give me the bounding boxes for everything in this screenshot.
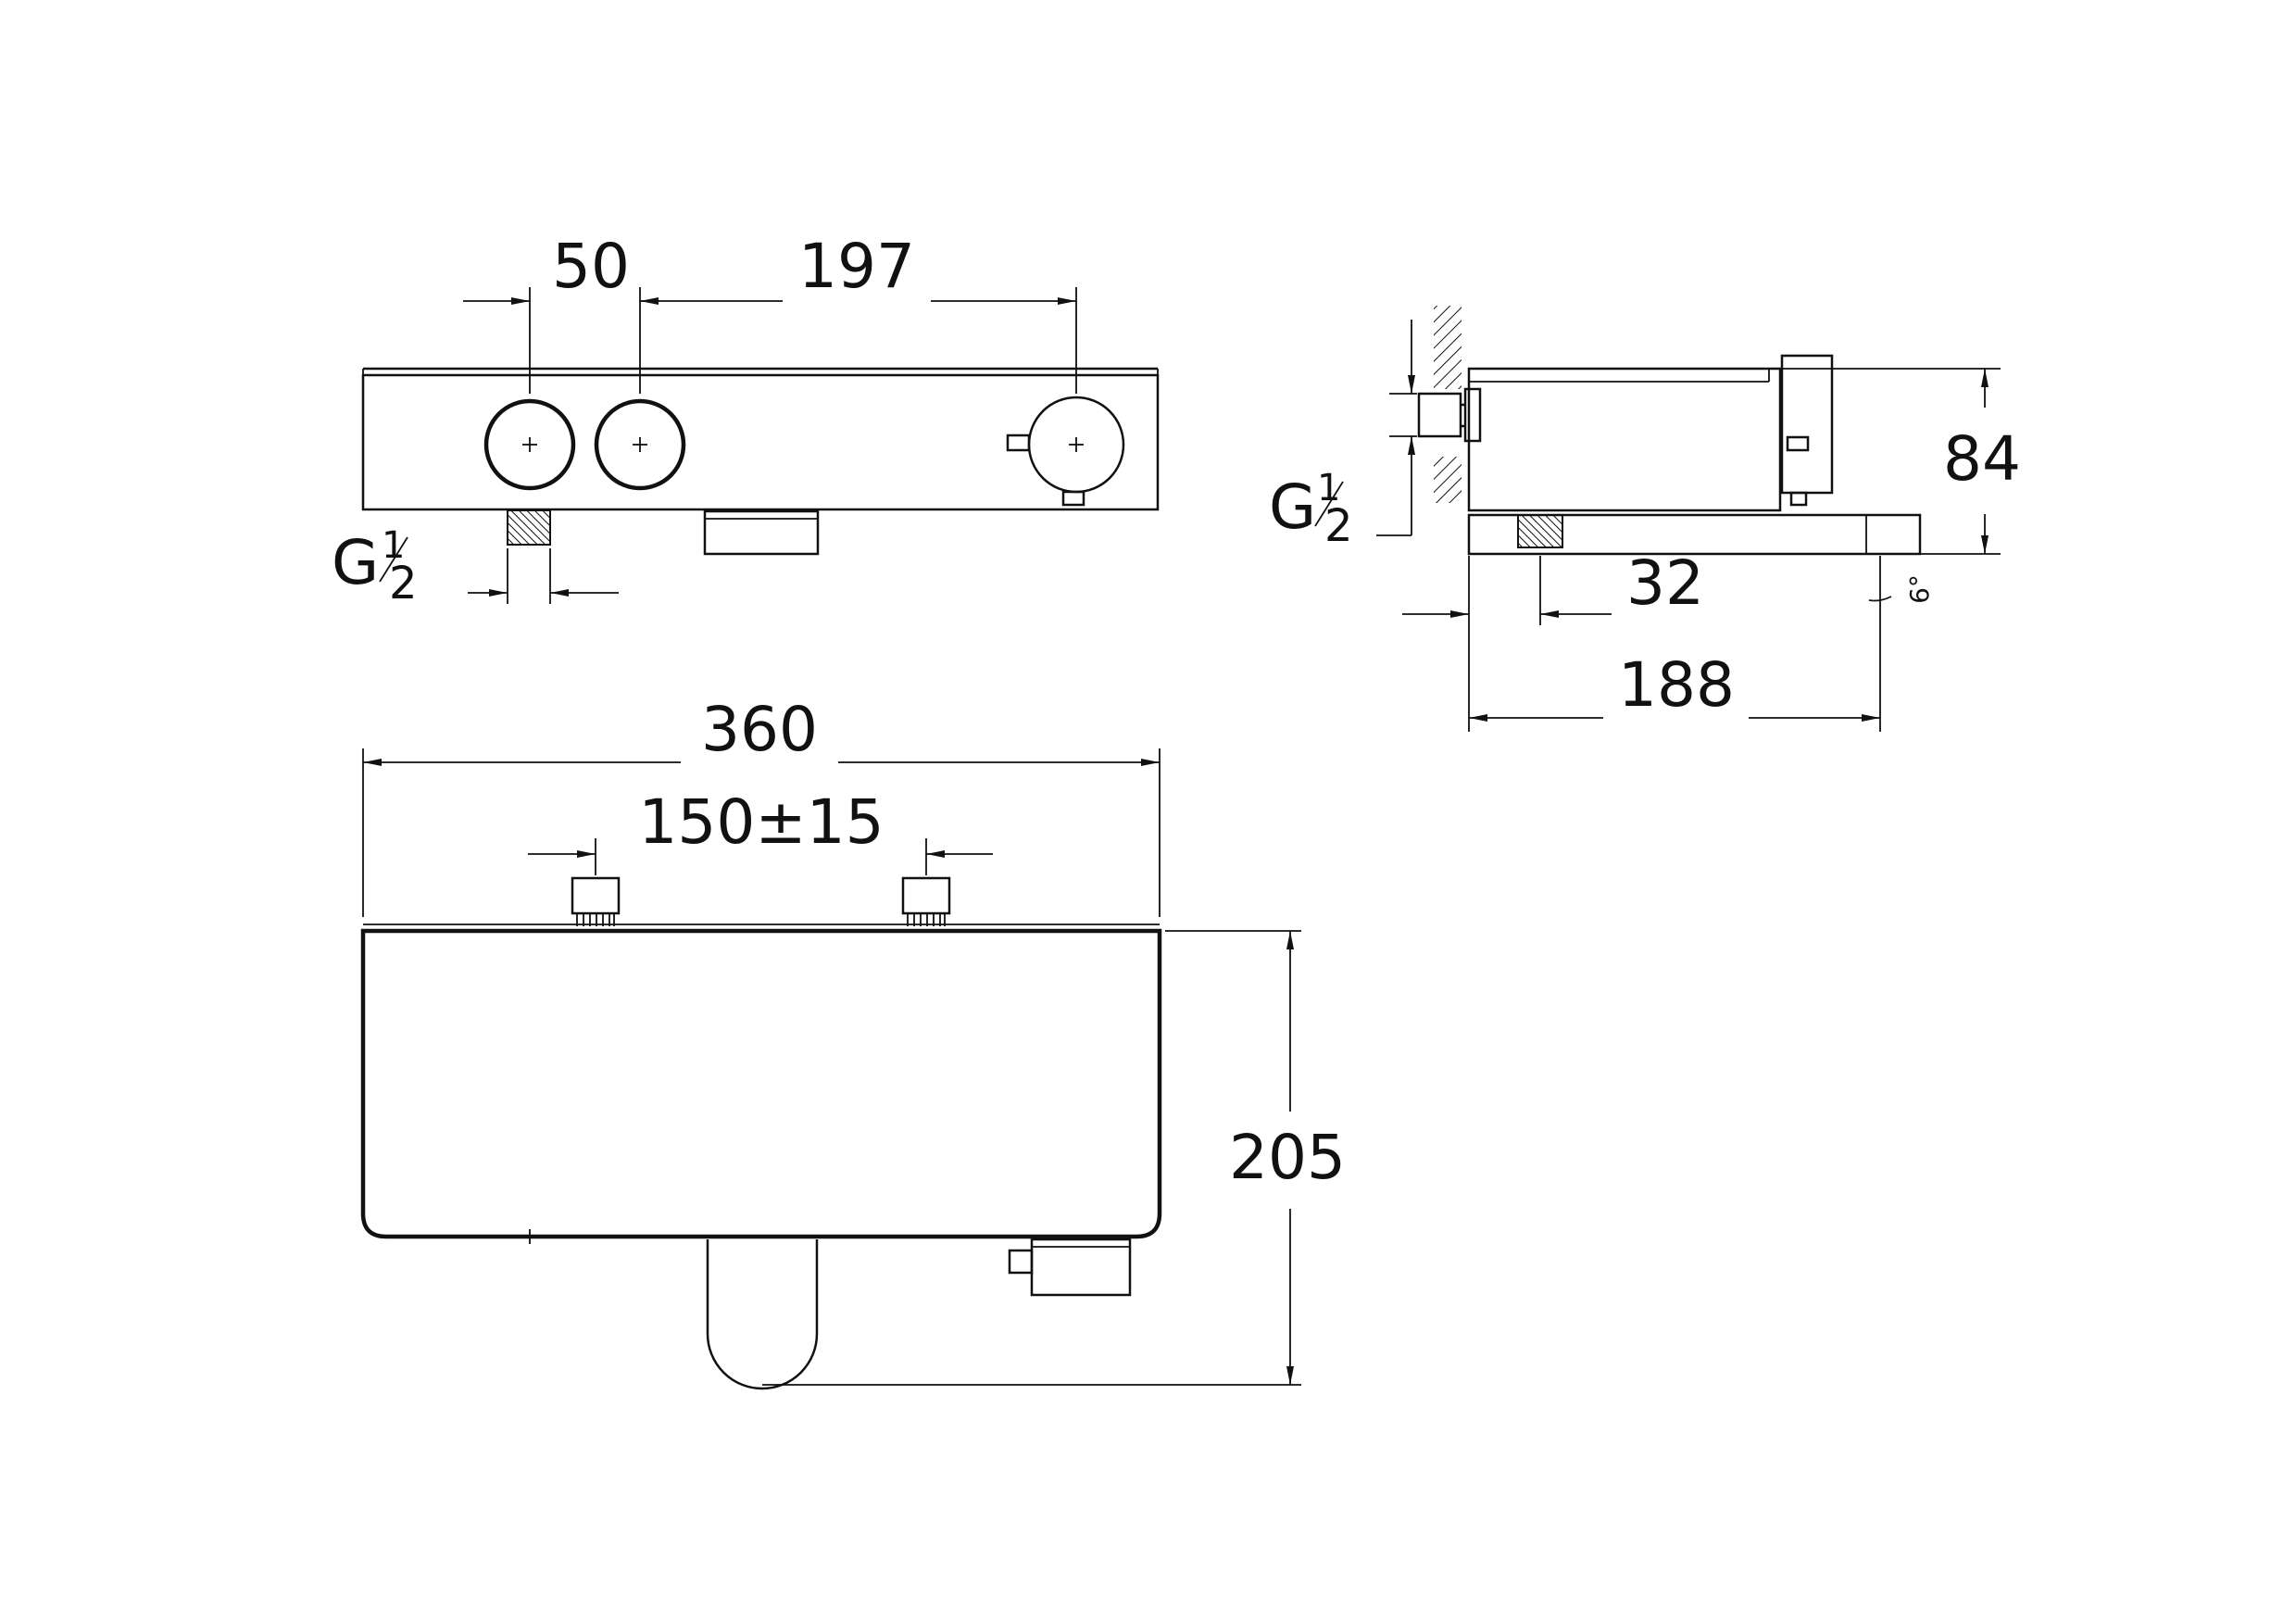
inlet-thread bbox=[507, 509, 551, 546]
angle-label: 6° bbox=[1904, 574, 1935, 604]
top-view: 50 197 G 1 2 bbox=[332, 231, 1160, 609]
front-handle bbox=[1008, 1238, 1132, 1297]
top-view-body bbox=[361, 367, 1160, 511]
dim-150-label: 150±15 bbox=[638, 786, 884, 858]
wall-connector bbox=[1417, 387, 1482, 443]
dimension-205: 205 bbox=[762, 930, 1346, 1386]
side-thread-g-label: G bbox=[1269, 471, 1316, 543]
side-thread-num: 1 bbox=[1317, 467, 1340, 509]
front-inlet-left bbox=[571, 876, 621, 926]
dimension-32: 32 bbox=[1402, 547, 1704, 732]
side-handle bbox=[1780, 354, 1834, 507]
wall-hatch-bottom bbox=[1434, 457, 1462, 503]
dimension-197: 197 bbox=[640, 231, 1077, 394]
front-body bbox=[360, 924, 1162, 1244]
angle-callout: 6° bbox=[1868, 556, 1935, 604]
spout bbox=[703, 509, 820, 556]
dim-188-label: 188 bbox=[1618, 649, 1735, 721]
left-knob bbox=[483, 398, 576, 491]
thread-g-label: G bbox=[332, 527, 379, 598]
thread-dimension: G 1 2 bbox=[332, 524, 619, 609]
side-thread bbox=[1517, 514, 1563, 548]
wall-hatch-top bbox=[1434, 306, 1462, 389]
side-thread-den: 2 bbox=[1324, 500, 1353, 552]
dim-84-label: 84 bbox=[1943, 423, 2021, 495]
side-thread-dimension: G 1 2 bbox=[1269, 320, 1417, 552]
middle-knob bbox=[594, 398, 686, 491]
dimension-188: 188 bbox=[1469, 597, 1881, 732]
front-inlet-right bbox=[901, 876, 951, 926]
side-view: G 1 2 84 32 6° bbox=[1269, 306, 2021, 732]
dim-32-label: 32 bbox=[1626, 547, 1704, 619]
side-body bbox=[1467, 367, 1782, 512]
side-shelf bbox=[1467, 513, 1922, 556]
dimension-150: 150±15 bbox=[528, 786, 993, 875]
dimension-360: 360 bbox=[362, 694, 1161, 917]
dim-50-label: 50 bbox=[552, 231, 630, 302]
thread-den: 2 bbox=[389, 558, 418, 609]
dim-360-label: 360 bbox=[701, 694, 818, 765]
dimension-84: 84 bbox=[1780, 368, 2021, 555]
dim-197-label: 197 bbox=[798, 231, 915, 302]
front-view: 360 150±15 205 bbox=[360, 694, 1346, 1390]
dim-205-label: 205 bbox=[1229, 1122, 1346, 1193]
front-spout bbox=[706, 1239, 819, 1390]
thermostat-knob bbox=[1006, 396, 1125, 507]
